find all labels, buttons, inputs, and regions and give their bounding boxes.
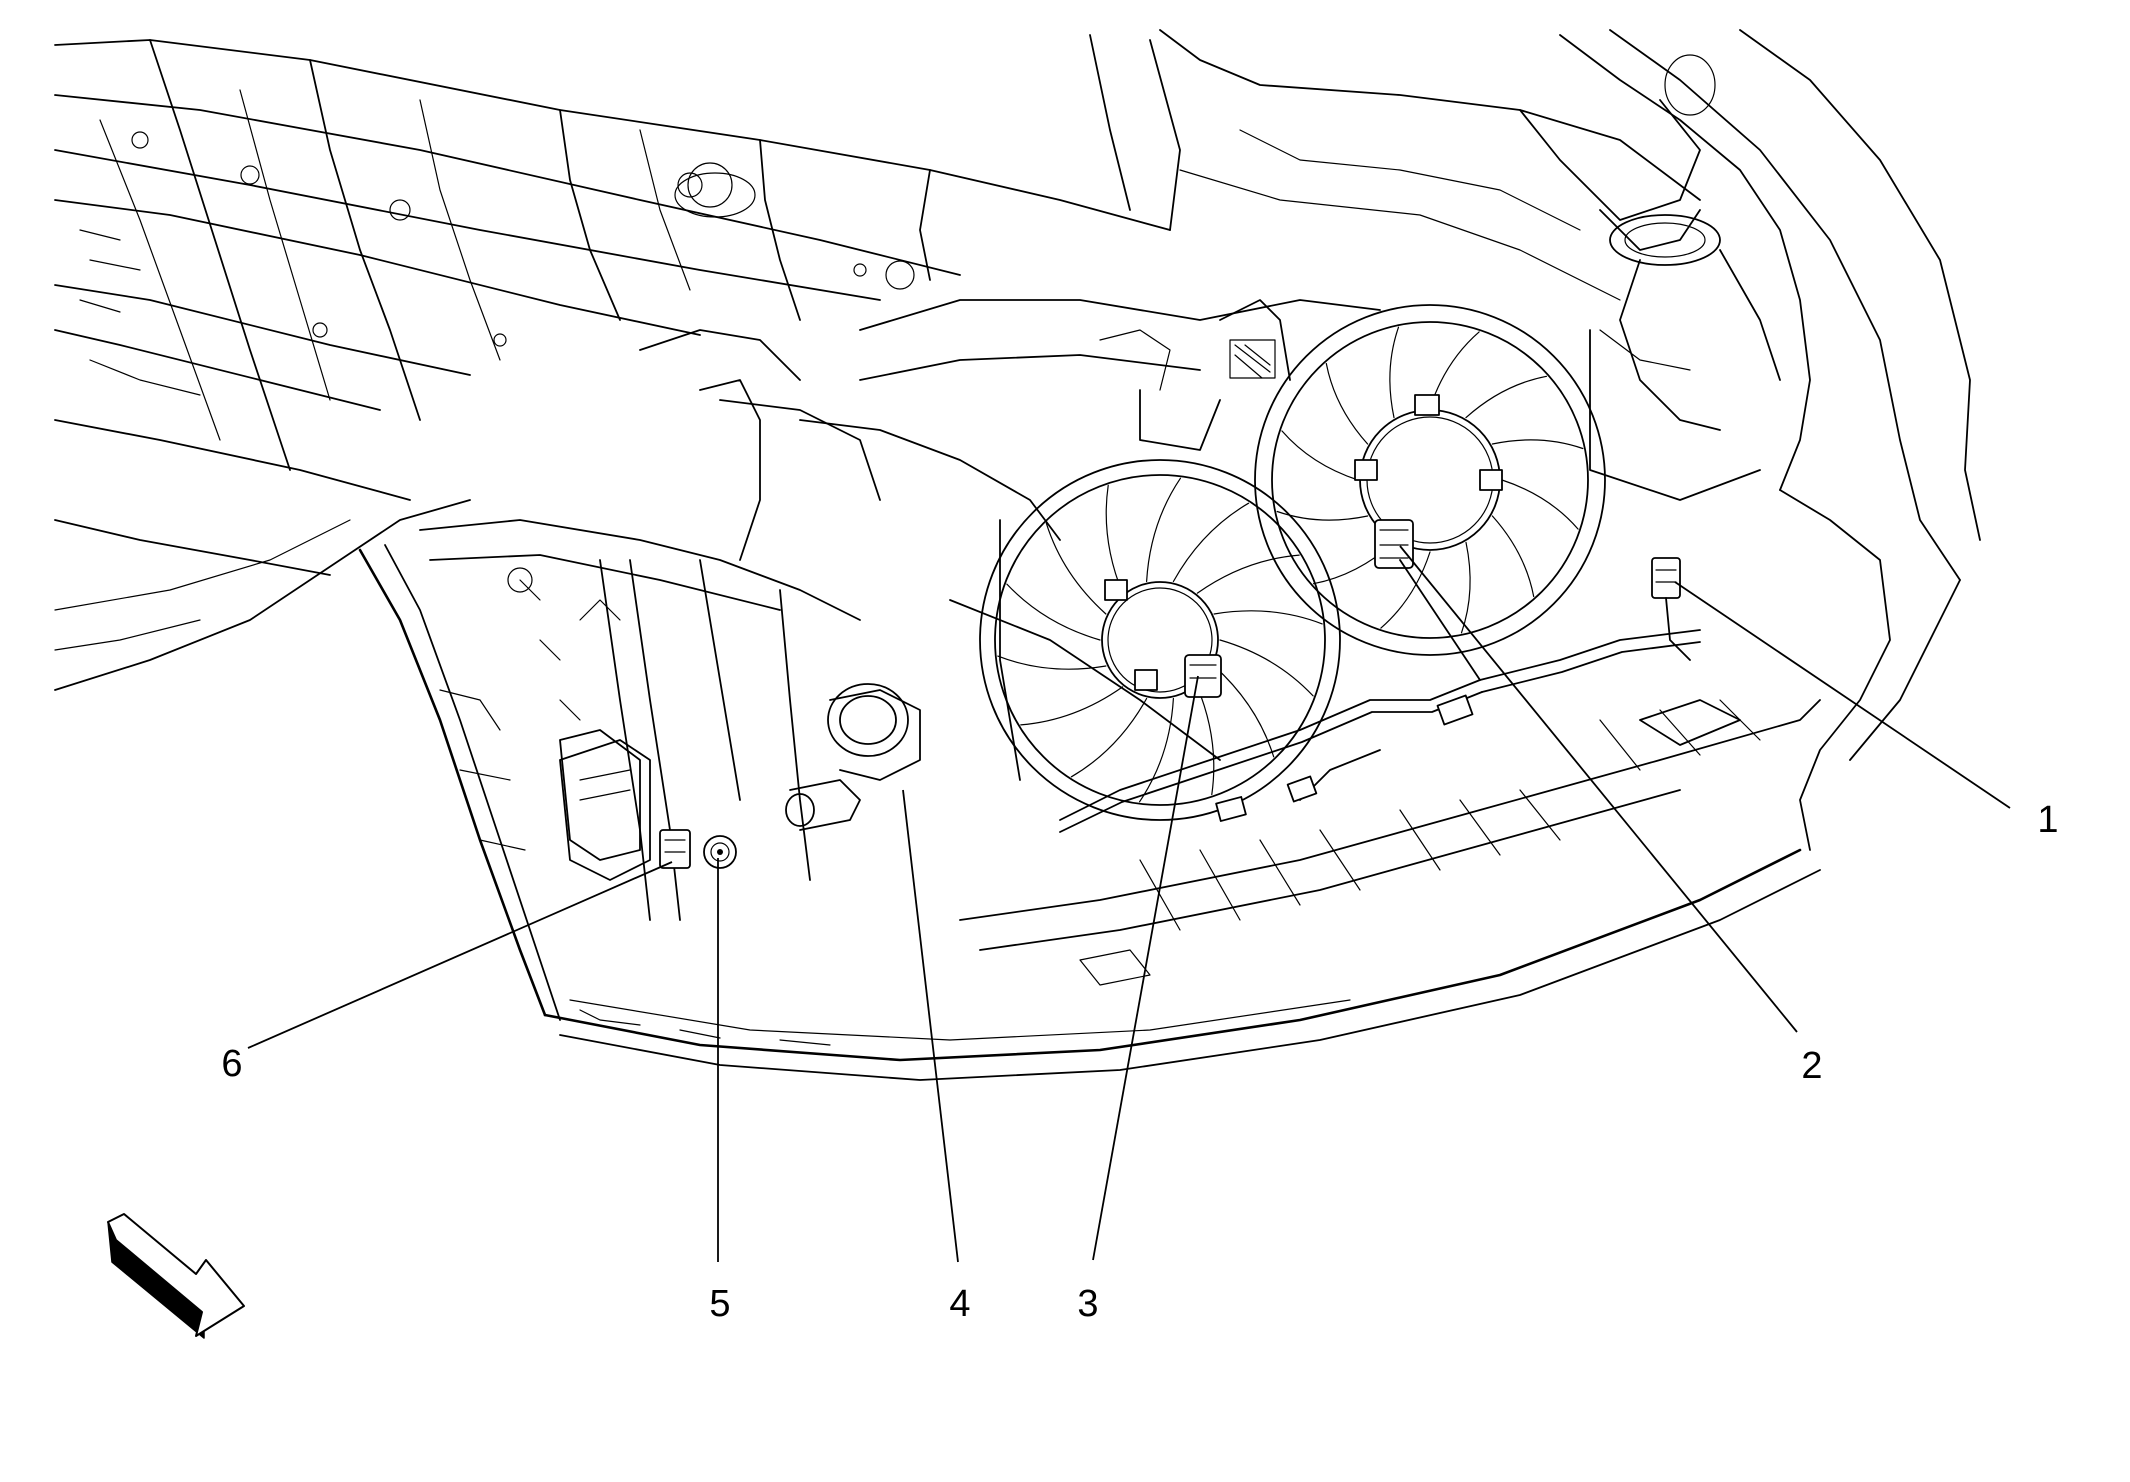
fan-blade (1281, 430, 1359, 481)
fan-blade (1213, 665, 1275, 758)
fan-blade (1006, 583, 1101, 641)
callout-2-label: 2 (1801, 1045, 1822, 1087)
cooling-fan-right (1254, 304, 1606, 656)
fan-blade (1213, 610, 1323, 625)
radiator-support-left (419, 329, 881, 921)
ambient-temperature-sensor (703, 835, 737, 869)
fan-blade (1465, 375, 1548, 419)
fan-blade (1276, 510, 1369, 521)
callout-4-label: 4 (949, 1283, 970, 1325)
lower-splash-shield (959, 699, 1821, 986)
horn-assembly (785, 683, 921, 831)
fan-blade (1070, 697, 1148, 778)
fan-shroud-clips (1104, 394, 1503, 691)
fan-blade (1380, 551, 1431, 629)
callout-labels: 1 2 3 4 5 6 (221, 799, 2058, 1325)
fan-blade (1146, 477, 1181, 583)
headlamp-connector-left (659, 829, 691, 869)
fan-motor-connector-right (1374, 519, 1414, 569)
bumper-fascia (358, 489, 1961, 1081)
fan-blade (1389, 326, 1400, 419)
washer-reservoir (559, 739, 651, 881)
right-side-sensor (1651, 557, 1691, 661)
fan-blade (1105, 484, 1124, 594)
leader-4 (902, 789, 959, 1263)
fan-blades-right (1276, 326, 1584, 634)
callout-leaders (247, 545, 2011, 1263)
fan-blade (1460, 541, 1471, 634)
callout-6-label: 6 (221, 1043, 242, 1085)
leader-2 (1399, 545, 1798, 1033)
leader-6 (247, 861, 673, 1049)
fan-motor-connector-left (1184, 654, 1222, 698)
fan-blade (1219, 639, 1314, 697)
callout-1-label: 1 (2037, 799, 2058, 841)
leader-3 (1092, 675, 1199, 1261)
right-fender (1089, 29, 1981, 581)
fan-blade (1491, 439, 1584, 450)
fan-blade (1501, 479, 1579, 530)
fan-blades-left (997, 477, 1323, 803)
callout-5-label: 5 (709, 1283, 730, 1325)
fan-blade (1196, 554, 1300, 594)
fan-blade (1020, 686, 1124, 726)
floor-pan (54, 39, 1171, 691)
fan-blade (1045, 522, 1107, 615)
fan-blade (1325, 362, 1369, 445)
wiring-harness (1059, 559, 1701, 833)
fan-blade (997, 655, 1107, 670)
fan-blade (1491, 515, 1535, 598)
view-direction-arrow-icon (107, 1213, 245, 1339)
fan-blade (1196, 686, 1215, 796)
callout-3-label: 3 (1077, 1283, 1098, 1325)
fan-blade (1139, 697, 1174, 803)
leader-1 (1674, 581, 2011, 809)
fan-blade (1172, 502, 1250, 583)
radiator-frame (799, 299, 1381, 781)
